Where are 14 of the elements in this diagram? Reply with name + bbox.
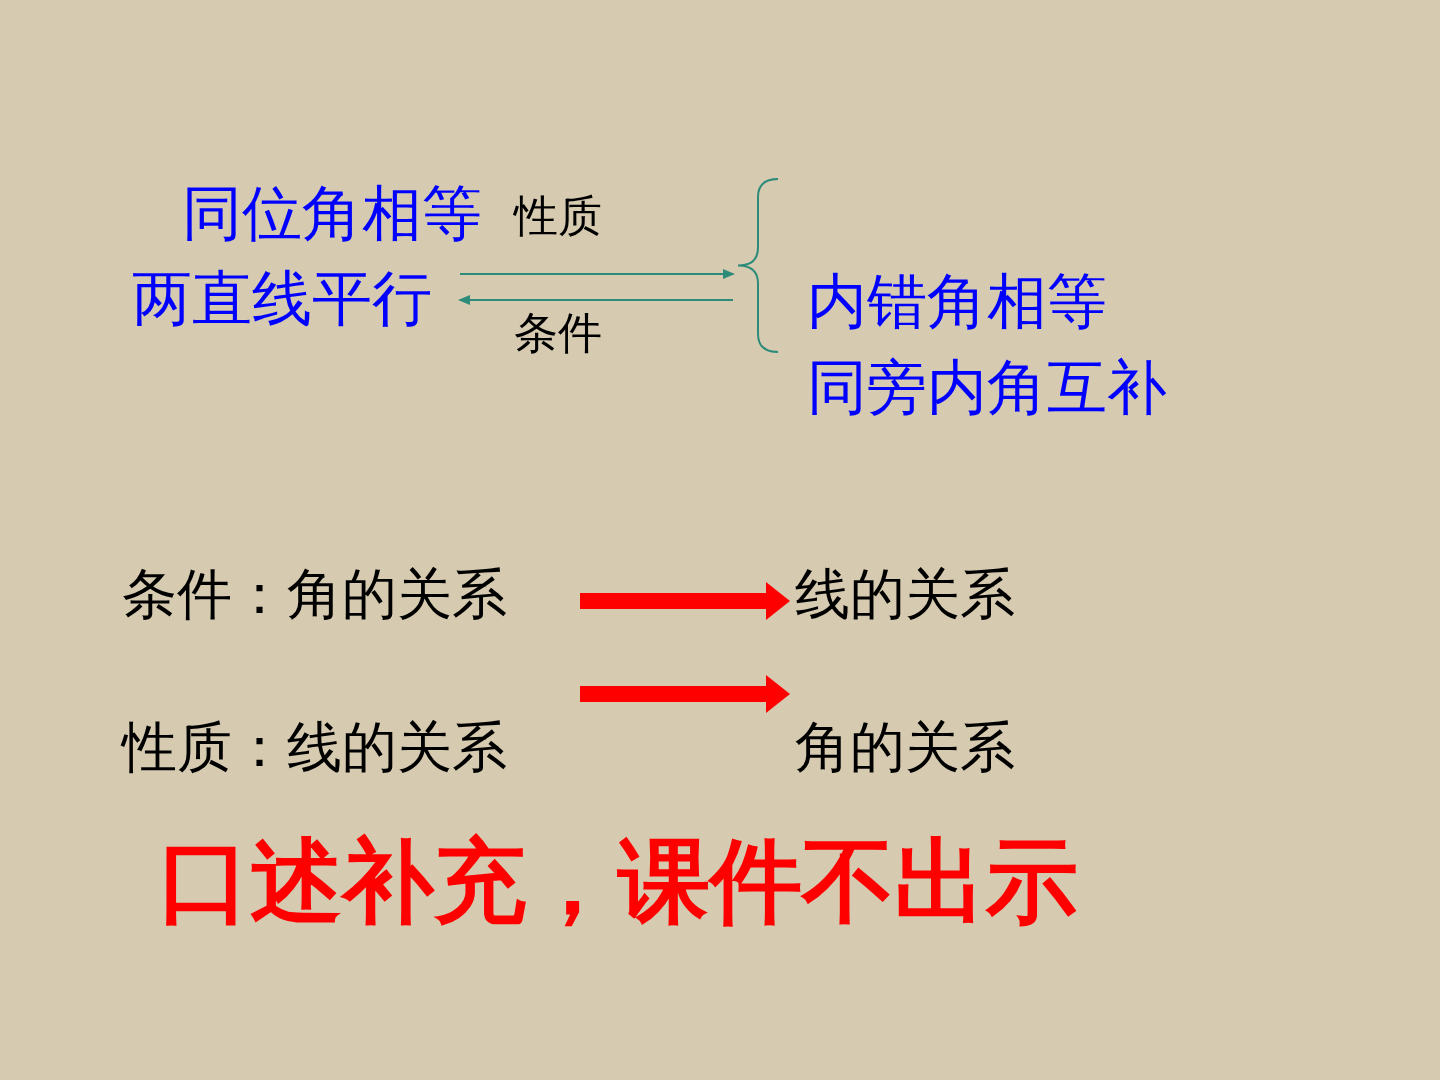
- node-text: 角的关系: [795, 720, 1015, 775]
- node-text: 内错角相等: [807, 271, 1107, 331]
- block-arrow: [580, 675, 790, 713]
- edge-label: 性质: [512, 194, 604, 238]
- block-arrow: [580, 582, 790, 620]
- arrow: [458, 295, 734, 305]
- node-text: 性质：线的关系: [122, 720, 507, 775]
- arrow: [459, 269, 735, 279]
- node-text: 两直线平行: [132, 268, 432, 328]
- node-text: 同旁内角互补: [807, 357, 1167, 417]
- node-text: 条件：角的关系: [122, 567, 507, 622]
- node-text: 同位角相等: [182, 183, 482, 243]
- node-text: 线的关系: [795, 567, 1015, 622]
- edge-label: 条件: [512, 311, 604, 355]
